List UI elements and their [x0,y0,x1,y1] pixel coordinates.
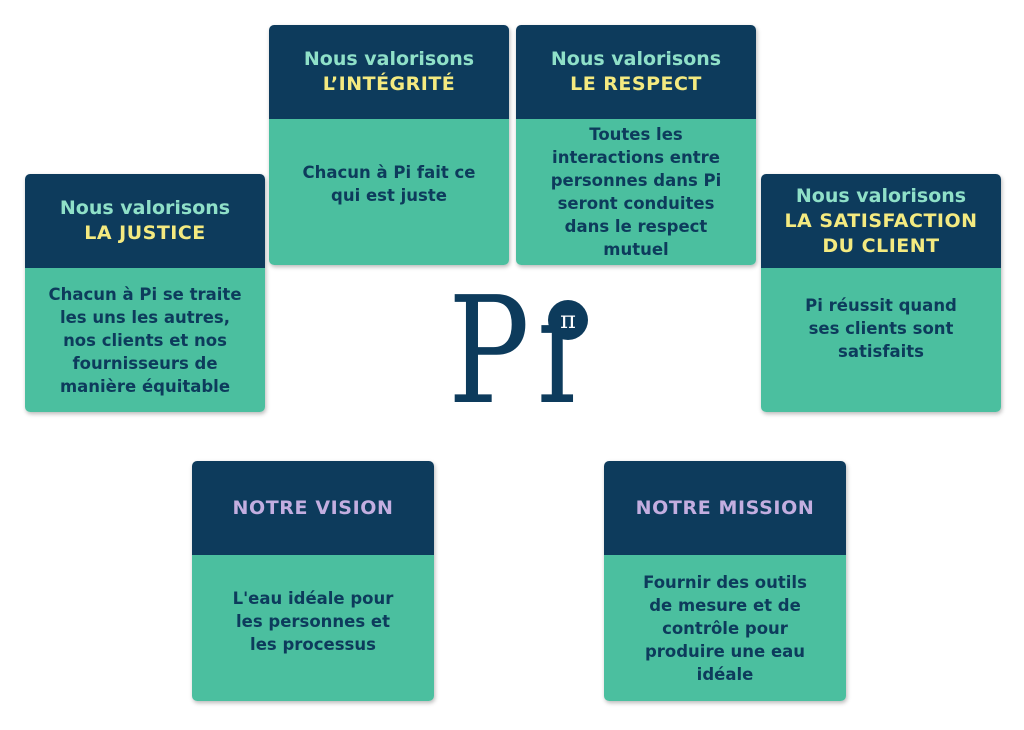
card-description: L'eau idéale pour les personnes et les p… [192,555,434,701]
value-card-integrite: Nous valorisons L’INTÉGRITÉ Chacun à Pi … [269,25,509,265]
mission-card: NOTRE MISSION Fournir des outils de mesu… [604,461,846,701]
card-section-title: NOTRE VISION [232,497,394,519]
value-card-satisfaction: Nous valorisons LA SATISFACTION DU CLIEN… [761,174,1001,412]
card-description: Toutes les interactions entre personnes … [516,119,756,265]
card-header: NOTRE VISION [192,461,434,555]
card-description: Pi réussit quand ses clients sont satisf… [761,268,1001,412]
card-description: Chacun à Pi se traite les uns les autres… [25,268,265,412]
pi-logo: P ı π [440,276,610,440]
card-section-title: NOTRE MISSION [635,497,815,519]
card-lead: Nous valorisons [303,48,475,70]
card-lead: Nous valorisons [795,184,967,207]
value-card-respect: Nous valorisons LE RESPECT Toutes les in… [516,25,756,265]
card-value-title: L’INTÉGRITÉ [322,73,456,95]
card-value-title: LE RESPECT [570,73,702,95]
card-header: Nous valorisons LE RESPECT [516,25,756,119]
card-description: Chacun à Pi fait ce qui est juste [269,119,509,265]
vision-card: NOTRE VISION L'eau idéale pour les perso… [192,461,434,701]
pi-symbol-icon: π [548,300,588,340]
card-header: Nous valorisons LA JUSTICE [25,174,265,268]
card-value-title: LA SATISFACTION DU CLIENT [784,209,978,257]
logo-letter-i: ı [537,265,576,437]
card-header: NOTRE MISSION [604,461,846,555]
card-description: Fournir des outils de mesure et de contr… [604,555,846,701]
card-lead: Nous valorisons [550,48,722,70]
card-lead: Nous valorisons [59,197,231,219]
value-card-justice: Nous valorisons LA JUSTICE Chacun à Pi s… [25,174,265,412]
card-header: Nous valorisons L’INTÉGRITÉ [269,25,509,119]
logo-letter-p: P [448,265,530,437]
card-header: Nous valorisons LA SATISFACTION DU CLIEN… [761,174,1001,268]
card-value-title: LA JUSTICE [84,222,206,244]
